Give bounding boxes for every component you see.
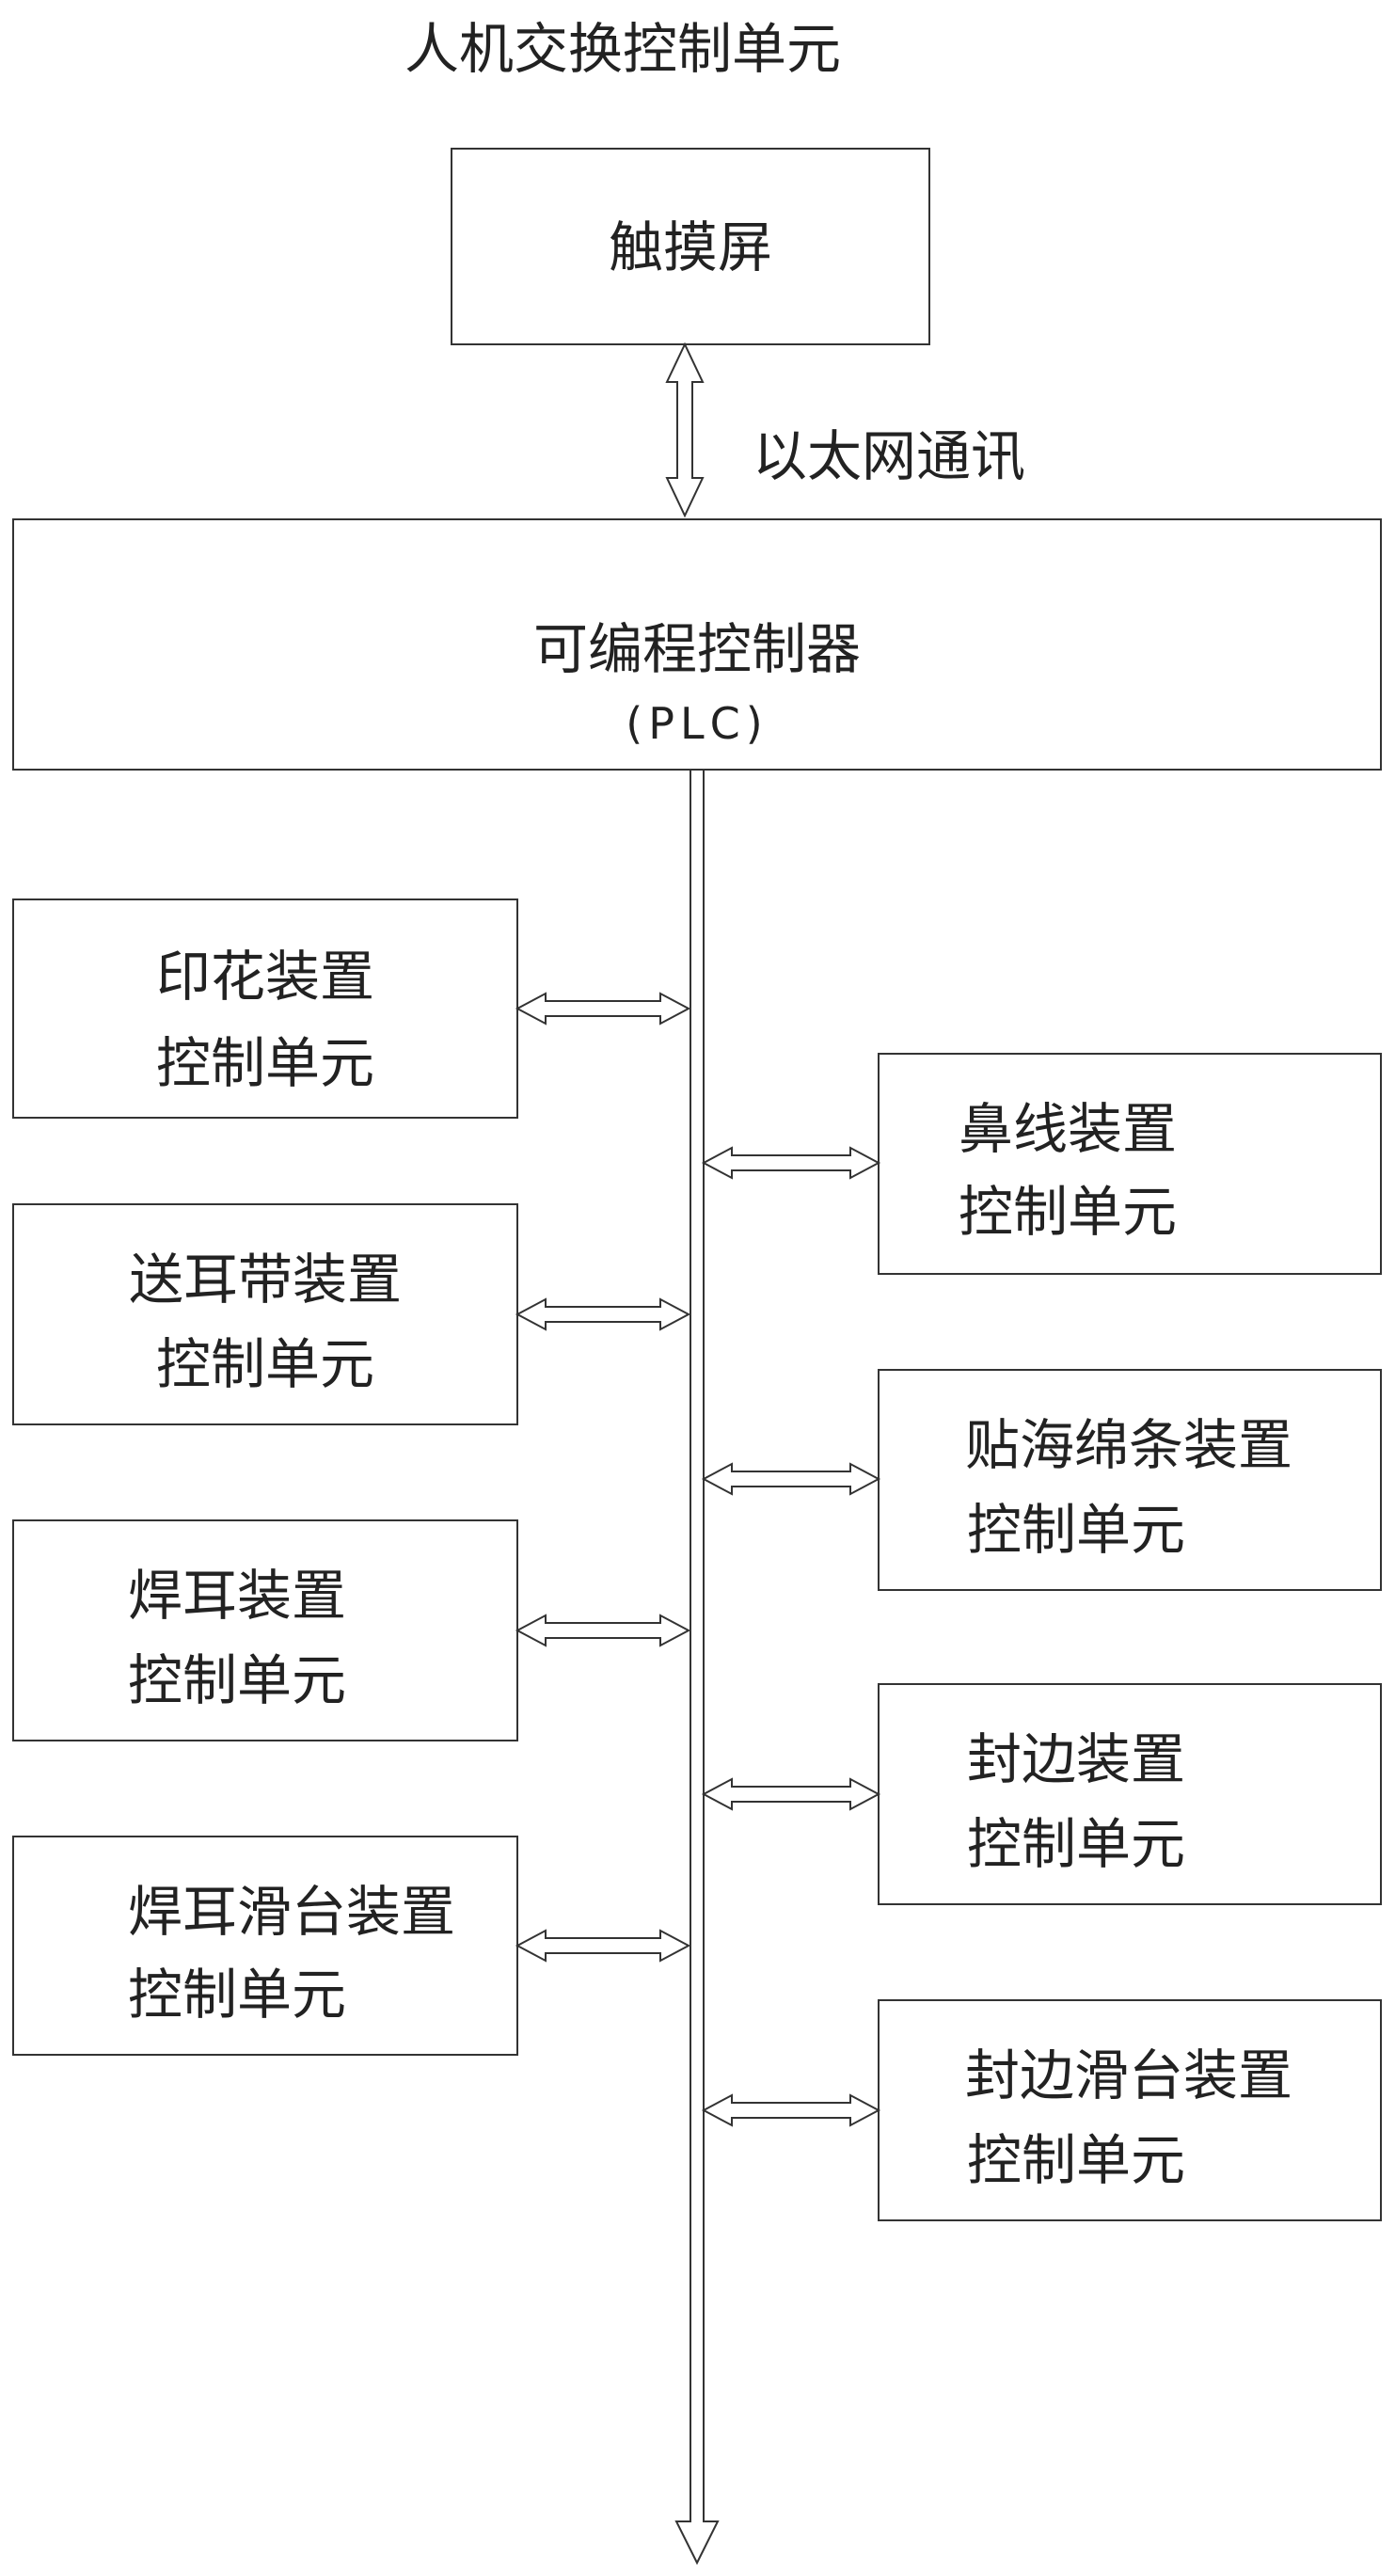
unit-ear-welding: 焊耳装置 控制单元 xyxy=(12,1519,691,1741)
unit-sponge-strip: 贴海绵条装置 控制单元 xyxy=(701,1369,1382,1591)
unit-printing-line2: 控制单元 xyxy=(156,1031,374,1095)
unit-edge-sealing-slide: 封边滑台装置 控制单元 xyxy=(701,1999,1382,2221)
unit-edge-sealing-slide-line2: 控制单元 xyxy=(967,2128,1185,2192)
unit-edge-sealing: 封边装置 控制单元 xyxy=(701,1683,1382,1905)
arrow-ear-strap-feed xyxy=(515,1297,691,1331)
unit-sponge-strip-line2: 控制单元 xyxy=(967,1498,1185,1562)
unit-ear-welding-line1: 焊耳装置 xyxy=(128,1564,346,1628)
unit-nose-wire-line2: 控制单元 xyxy=(959,1180,1177,1244)
arrow-ear-welding xyxy=(515,1614,691,1647)
arrow-printing xyxy=(515,992,691,1026)
touchscreen-label: 触摸屏 xyxy=(609,215,772,279)
unit-edge-sealing-line1: 封边装置 xyxy=(967,1727,1185,1791)
unit-sponge-strip-line1: 贴海绵条装置 xyxy=(965,1413,1292,1477)
unit-edge-sealing-slide-line1: 封边滑台装置 xyxy=(965,2043,1292,2107)
ethernet-label: 以太网通讯 xyxy=(753,424,1025,488)
arrow-edge-sealing-slide xyxy=(701,2093,881,2127)
unit-nose-wire: 鼻线装置 控制单元 xyxy=(701,1053,1382,1275)
unit-printing-line1: 印花装置 xyxy=(156,945,374,1009)
ethernet-arrow xyxy=(665,342,705,518)
unit-ear-strap-feed-line1: 送耳带装置 xyxy=(129,1248,402,1312)
unit-ear-welding-slide-line2: 控制单元 xyxy=(128,1963,346,2027)
diagram-title: 人机交换控制单元 xyxy=(404,17,841,81)
unit-ear-strap-feed: 送耳带装置 控制单元 xyxy=(12,1203,691,1425)
touchscreen-node: 触摸屏 xyxy=(451,148,930,345)
unit-nose-wire-line1: 鼻线装置 xyxy=(959,1097,1177,1161)
arrow-ear-welding-slide xyxy=(515,1929,691,1963)
unit-printing: 印花装置 控制单元 xyxy=(12,898,691,1119)
unit-ear-strap-feed-line2: 控制单元 xyxy=(156,1332,374,1396)
unit-ear-welding-slide: 焊耳滑台装置 控制单元 xyxy=(12,1836,691,2056)
bus-line xyxy=(674,770,720,2566)
arrow-sponge-strip xyxy=(701,1462,881,1496)
arrow-nose-wire xyxy=(701,1146,881,1180)
plc-node: 可编程控制器 (PLC) xyxy=(12,518,1382,771)
plc-label: 可编程控制器 xyxy=(533,617,861,681)
unit-ear-welding-line2: 控制单元 xyxy=(128,1648,346,1712)
plc-sublabel: (PLC) xyxy=(626,698,768,749)
arrow-edge-sealing xyxy=(701,1777,881,1811)
unit-ear-welding-slide-line1: 焊耳滑台装置 xyxy=(128,1880,455,1944)
unit-edge-sealing-line2: 控制单元 xyxy=(967,1812,1185,1876)
